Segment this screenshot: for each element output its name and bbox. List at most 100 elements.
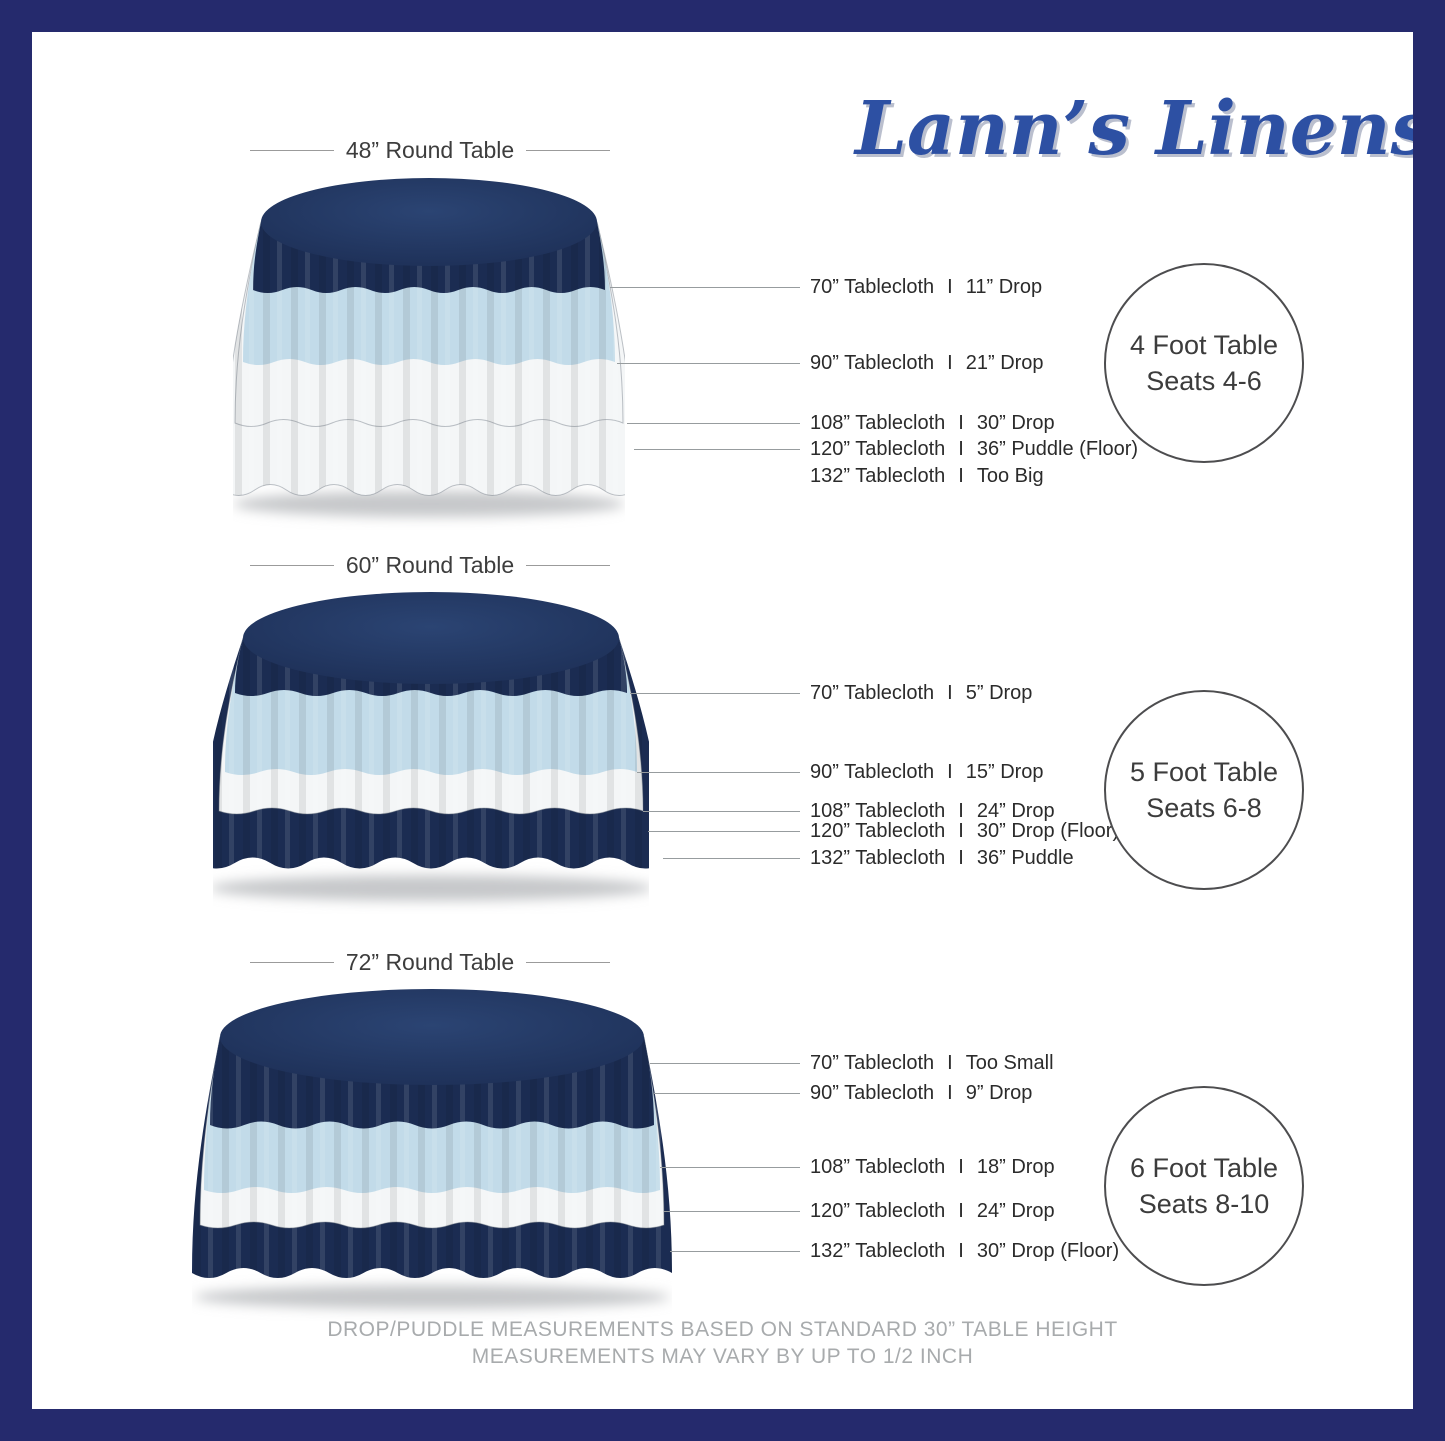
drop-value: 30” Drop (Floor) (976, 1240, 1120, 1262)
title-line-right (526, 564, 610, 566)
cloth-size: 132” Tablecloth (810, 465, 946, 487)
separator: I (947, 352, 953, 374)
separator: I (958, 1200, 964, 1222)
separator: I (958, 1156, 964, 1178)
measure-label: 90” Tablecloth I 21” Drop (810, 350, 1044, 376)
drop-value: 11” Drop (965, 276, 1043, 298)
title-line-left (250, 149, 334, 151)
cloth-size: 132” Tablecloth (810, 1240, 946, 1262)
drop-value: 21” Drop (965, 352, 1044, 374)
drop-value: 30” Drop (976, 412, 1055, 434)
cloth-size: 120” Tablecloth (810, 438, 946, 460)
table-48-illustration (233, 178, 625, 517)
circle-line2: Seats 6-8 (1146, 793, 1262, 823)
circle-line1: 6 Foot Table (1129, 1152, 1279, 1183)
title-line-right (526, 961, 610, 963)
cloth-size: 90” Tablecloth (810, 352, 935, 374)
cloth-size: 70” Tablecloth (810, 276, 935, 298)
separator: I (958, 847, 964, 869)
measure-label: 108” Tablecloth I 24” Drop (810, 798, 1055, 824)
measure-label: 70” Tablecloth I 11” Drop (810, 274, 1042, 300)
cloth-size: 108” Tablecloth (810, 1156, 946, 1178)
separator: I (947, 682, 953, 704)
separator: I (947, 1052, 953, 1074)
title-line-left (250, 564, 334, 566)
brand-logo: Lann’s Linens (855, 86, 1433, 172)
drop-value: 5” Drop (965, 682, 1033, 704)
drop-value: 9” Drop (965, 1082, 1033, 1104)
circle-line2: Seats 4-6 (1146, 366, 1262, 396)
cloth-size: 120” Tablecloth (810, 820, 946, 842)
leader-line (654, 1093, 800, 1094)
title-text: 72” Round Table (345, 948, 515, 975)
measure-label: 132” Tablecloth I Too Big (810, 463, 1044, 489)
leader-line (643, 811, 800, 812)
measure-label: 120” Tablecloth I 24” Drop (810, 1198, 1055, 1224)
measure-label: 70” Tablecloth I Too Small (810, 1050, 1054, 1076)
table-72-illustration (192, 989, 672, 1309)
cloth-size: 90” Tablecloth (810, 1082, 935, 1104)
circle-line1: 4 Foot Table (1129, 329, 1279, 360)
separator: I (947, 1082, 953, 1104)
section-title-60: 60” Round Table (250, 552, 610, 578)
leader-line (634, 449, 800, 450)
drop-value: 36” Puddle (Floor) (976, 438, 1139, 460)
measure-label: 108” Tablecloth I 18” Drop (810, 1154, 1055, 1180)
leader-line (610, 287, 800, 288)
drop-value: Too Small (965, 1052, 1054, 1074)
separator: I (958, 820, 964, 842)
drop-value: 24” Drop (976, 1200, 1055, 1222)
title-line-right (526, 149, 610, 151)
title-text: 48” Round Table (345, 136, 515, 163)
leader-line (630, 693, 800, 694)
leader-line (670, 1251, 800, 1252)
measure-label: 120” Tablecloth I 36” Puddle (Floor) (810, 436, 1138, 462)
seating-circle-6ft: 6 Foot Table Seats 8-10 (1104, 1086, 1304, 1286)
separator: I (958, 1240, 964, 1262)
leader-line (650, 1063, 800, 1064)
separator: I (958, 438, 964, 460)
cloth-size: 70” Tablecloth (810, 1052, 935, 1074)
separator: I (958, 800, 964, 822)
measure-label: 108” Tablecloth I 30” Drop (810, 410, 1055, 436)
footer-note-1: DROP/PUDDLE MEASUREMENTS BASED ON STANDA… (327, 1318, 1118, 1341)
circle-line2: Seats 8-10 (1138, 1189, 1270, 1219)
title-text: 60” Round Table (345, 551, 515, 578)
measure-label: 70” Tablecloth I 5” Drop (810, 680, 1032, 706)
separator: I (947, 761, 953, 783)
drop-value: 30” Drop (Floor) (976, 820, 1120, 842)
separator: I (958, 465, 964, 487)
table-60-illustration (213, 592, 649, 901)
seating-circle-4ft: 4 Foot Table Seats 4-6 (1104, 263, 1304, 463)
drop-value: Too Big (976, 465, 1044, 487)
section-title-72: 72” Round Table (250, 949, 610, 975)
measure-label: 132” Tablecloth I 36” Puddle (810, 845, 1074, 871)
leader-line (648, 831, 800, 832)
section-title-48: 48” Round Table (250, 137, 610, 163)
drop-value: 15” Drop (965, 761, 1044, 783)
separator: I (958, 412, 964, 434)
drop-value: 36” Puddle (976, 847, 1074, 869)
cloth-size: 108” Tablecloth (810, 800, 946, 822)
measure-label: 120” Tablecloth I 30” Drop (Floor) (810, 818, 1119, 844)
cloth-size: 70” Tablecloth (810, 682, 935, 704)
measure-label: 90” Tablecloth I 9” Drop (810, 1080, 1032, 1106)
footer-note-2: MEASUREMENTS MAY VARY BY UP TO 1/2 INCH (471, 1345, 974, 1368)
drop-value: 18” Drop (976, 1156, 1055, 1178)
leader-line (617, 363, 800, 364)
measure-label: 90” Tablecloth I 15” Drop (810, 759, 1044, 785)
leader-line (637, 772, 800, 773)
cloth-size: 132” Tablecloth (810, 847, 946, 869)
cloth-size: 120” Tablecloth (810, 1200, 946, 1222)
drop-value: 24” Drop (976, 800, 1055, 822)
measure-label: 132” Tablecloth I 30” Drop (Floor) (810, 1238, 1119, 1264)
leader-line (664, 1211, 800, 1212)
circle-line1: 5 Foot Table (1129, 756, 1279, 787)
cloth-size: 108” Tablecloth (810, 412, 946, 434)
seating-circle-5ft: 5 Foot Table Seats 6-8 (1104, 690, 1304, 890)
cloth-size: 90” Tablecloth (810, 761, 935, 783)
separator: I (947, 276, 953, 298)
leader-line (663, 858, 800, 859)
title-line-left (250, 961, 334, 963)
leader-line (627, 423, 800, 424)
